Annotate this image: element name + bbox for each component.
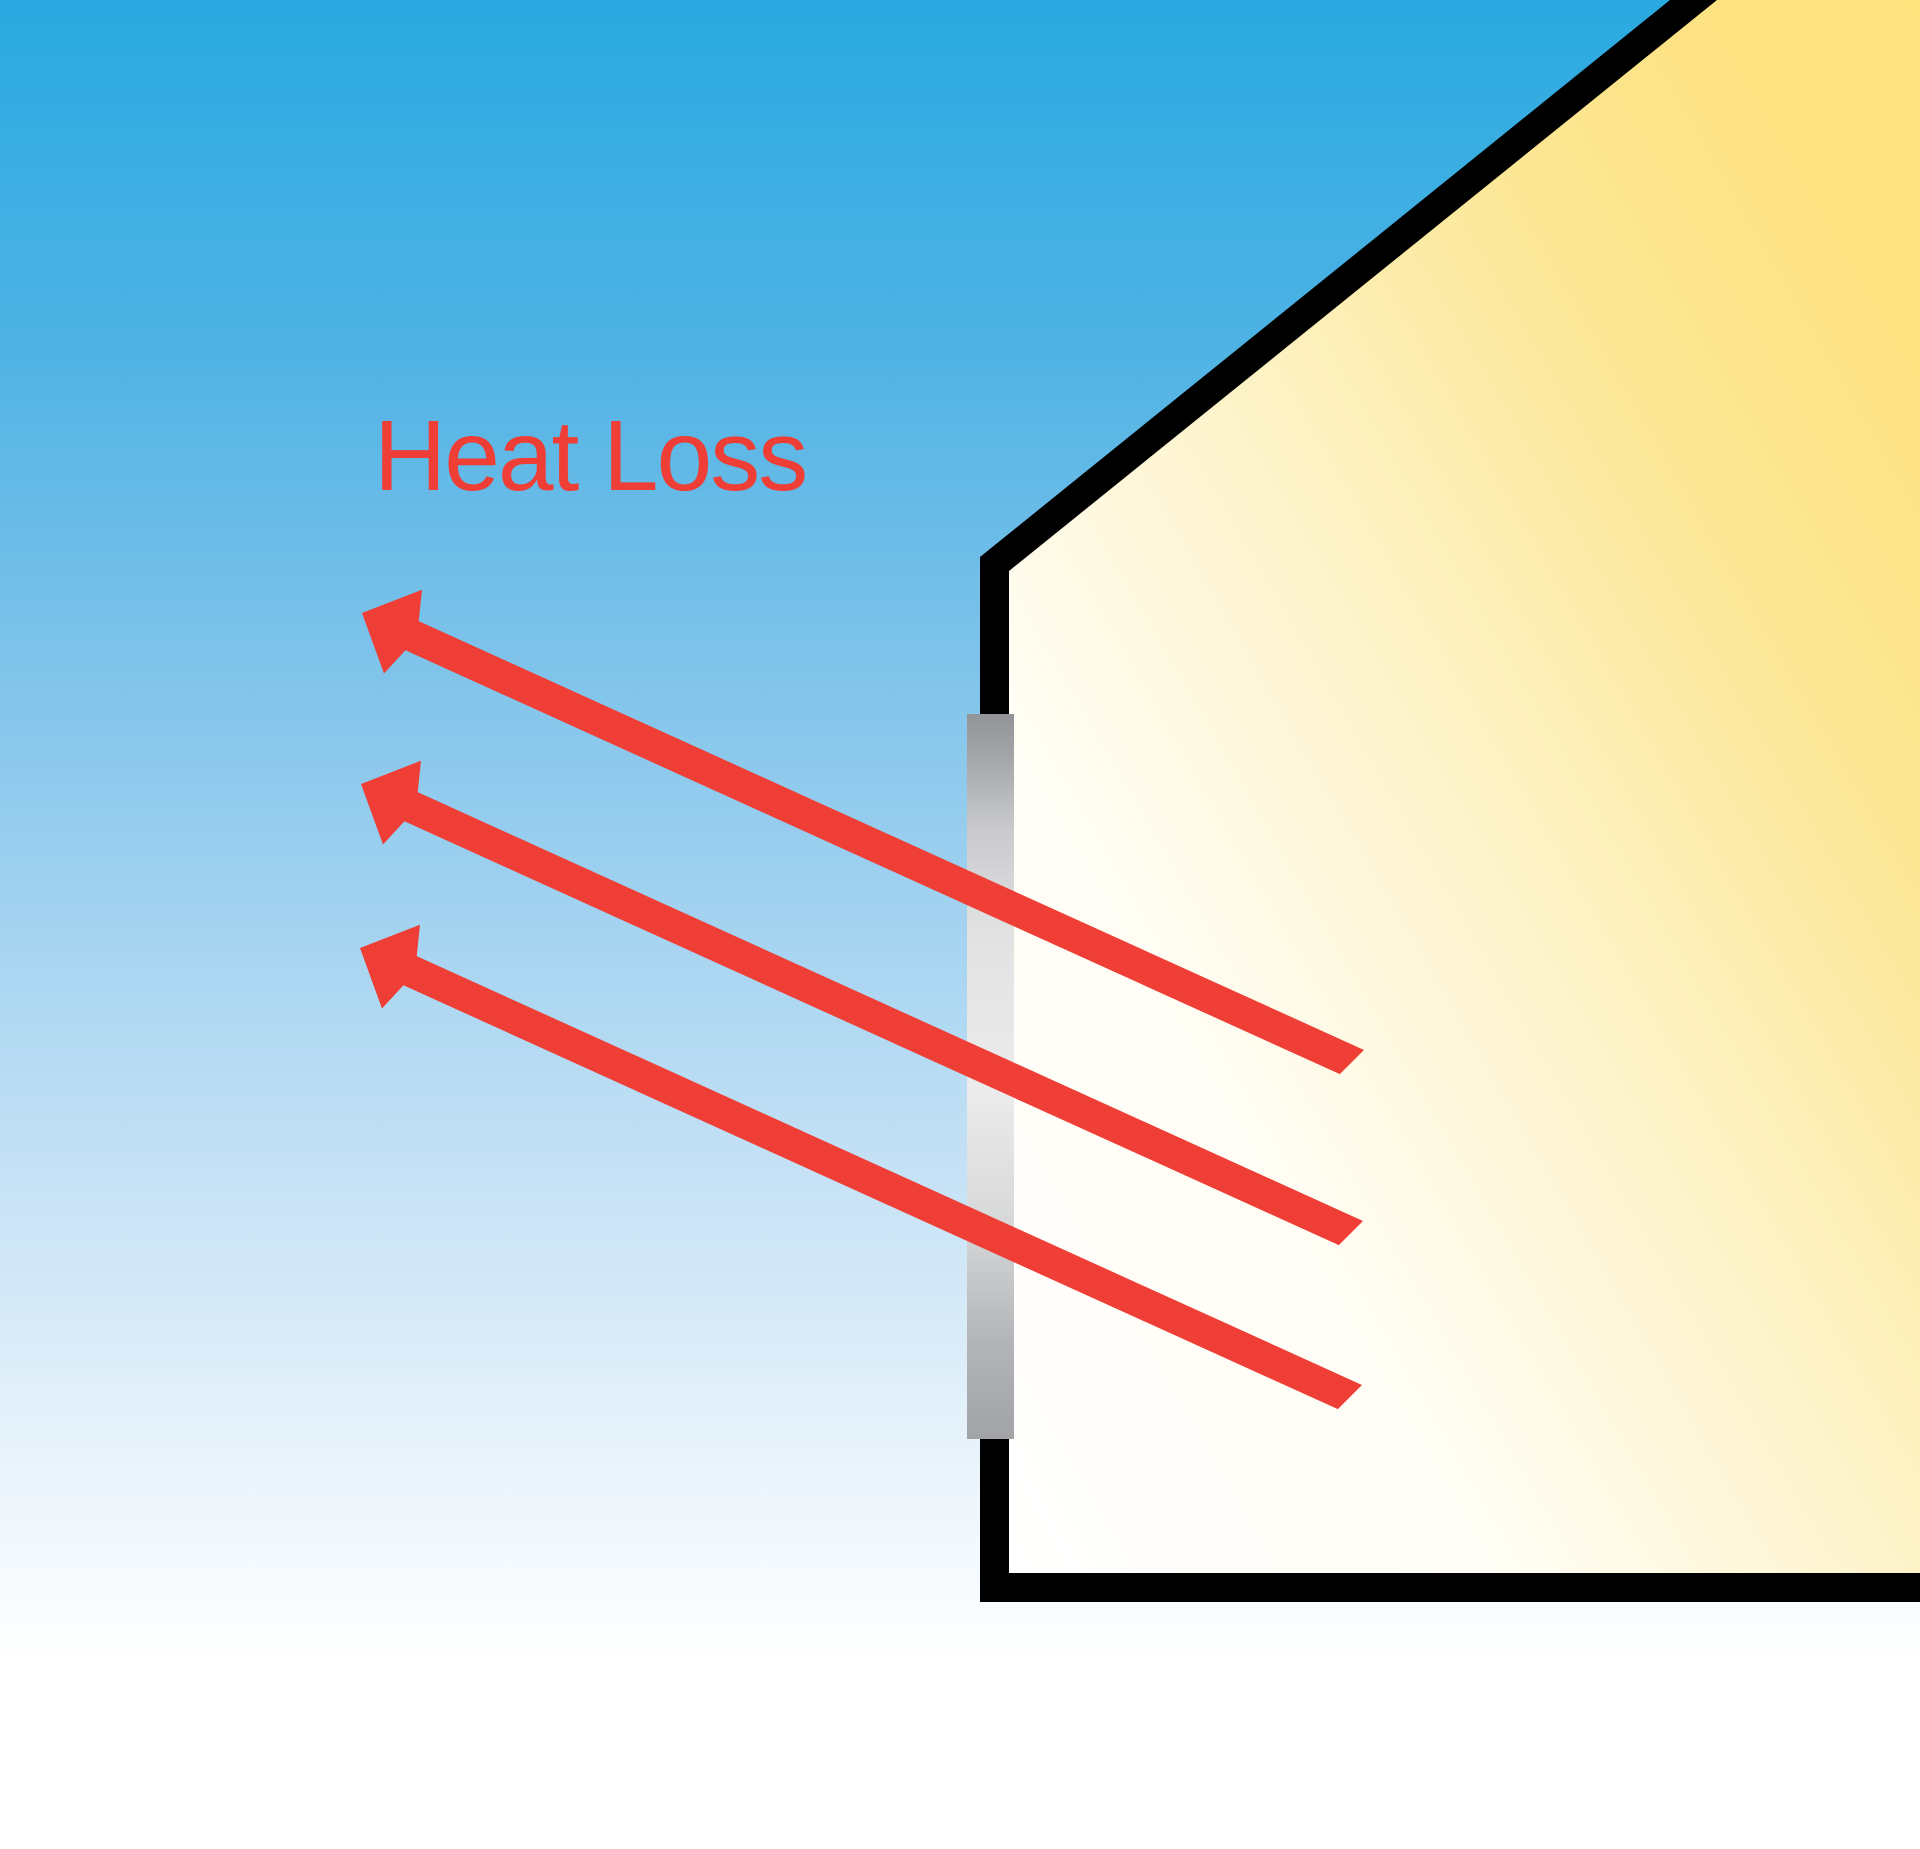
heat-arrow-bottom xyxy=(360,924,1362,1410)
heat-loss-label: Heat Loss xyxy=(374,400,808,512)
heat-arrow-middle xyxy=(361,760,1363,1246)
heat-arrows-group xyxy=(360,589,1364,1410)
heat-arrow-top xyxy=(362,589,1364,1075)
